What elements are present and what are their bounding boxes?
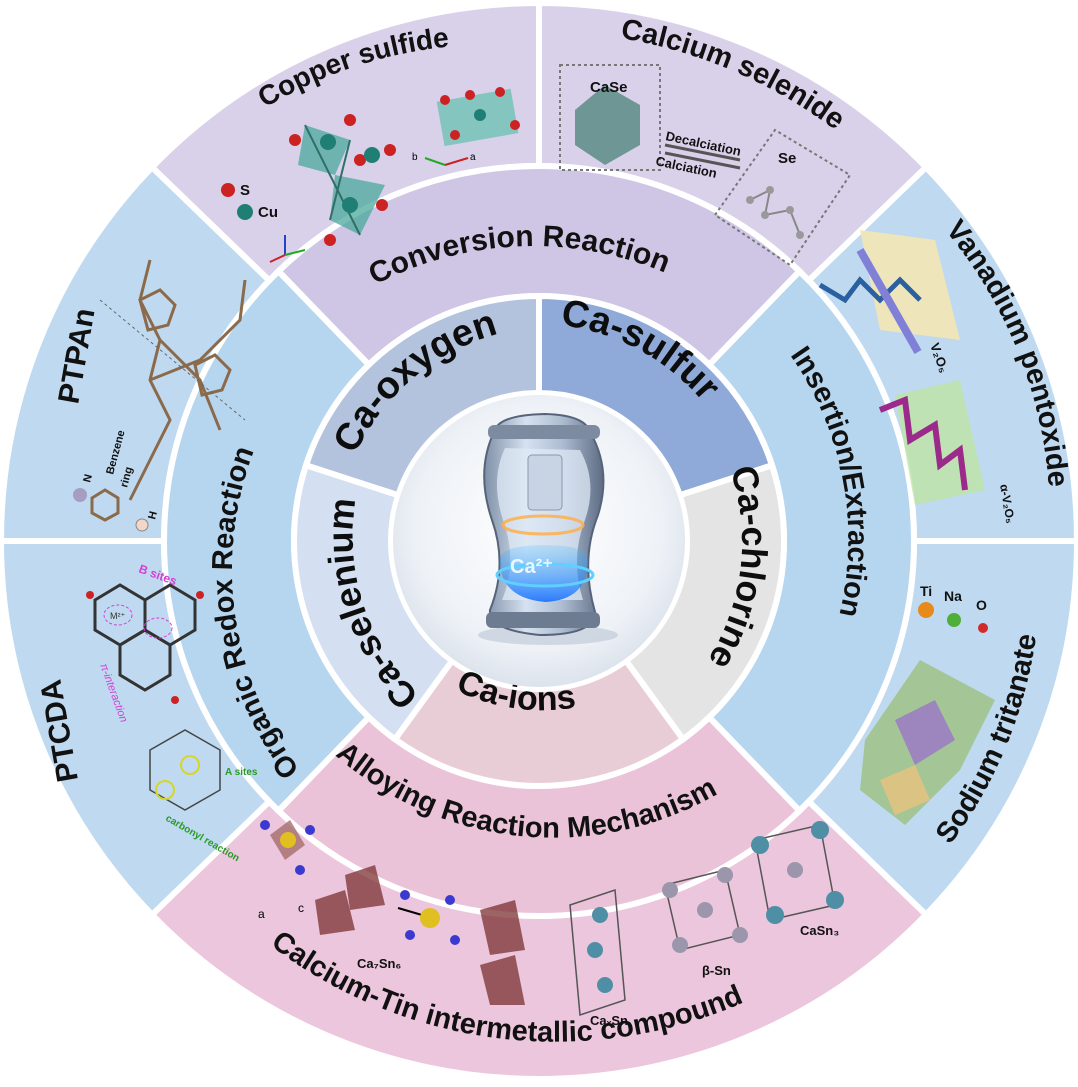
- copper-sulfide-structure: S Cu b a: [221, 87, 520, 263]
- caxsn-label: CaₓSn: [590, 1013, 628, 1028]
- legend-cu: Cu: [258, 204, 278, 221]
- o-label: O: [976, 597, 987, 613]
- ring-label: ring: [118, 466, 135, 489]
- beta-sn-label: β-Sn: [702, 963, 731, 978]
- vanadium-pentoxide-structure: V₂O₅ α-V₂O₅: [818, 230, 1018, 524]
- tin-axis-c: c: [298, 901, 304, 915]
- case-label: CaSe: [590, 79, 628, 96]
- m2plus-label: M²⁺: [110, 611, 125, 621]
- battery-inner-cell: [527, 454, 563, 511]
- inner-sector-ca-sulfur: [536, 292, 776, 500]
- battery-top-cap: [488, 425, 600, 439]
- legend-s: S: [240, 182, 250, 199]
- calcium-tin-structures: Ca₇Sn₆ a c CaₓSn β-Sn CaSn₃: [258, 820, 844, 1028]
- inner-sector-ca-ions: [390, 656, 688, 789]
- na-label: Na: [944, 588, 962, 604]
- ti-label: Ti: [920, 583, 932, 599]
- casn3-label: CaSn₃: [800, 923, 839, 938]
- energy-swirl-blue: [495, 562, 595, 588]
- ca7sn6-label: Ca₇Sn₆: [357, 956, 401, 971]
- inner-sector-ca-selenium: [291, 461, 457, 744]
- se-label: Se: [778, 150, 796, 167]
- inner-sector-ca-oxygen: [302, 292, 542, 500]
- center-battery-illustration: Ca²⁺: [393, 395, 685, 687]
- energy-swirl-orange: [501, 514, 585, 536]
- axis-b: b: [412, 152, 418, 163]
- battery-bottom-cap: [486, 612, 600, 628]
- h-label: H: [146, 510, 160, 521]
- ca2plus-label: Ca²⁺: [510, 556, 553, 578]
- axis-a: a: [470, 152, 476, 163]
- battery-glow: [500, 545, 588, 602]
- sodium-tritanate-structure: Ti Na O: [860, 583, 995, 825]
- calcium-selenide-structure: CaSe Decalciation Calciation Se: [559, 64, 852, 267]
- a-sites-label: A sites: [225, 767, 258, 778]
- inner-sector-ca-chlorine: [621, 461, 787, 744]
- tin-axis-a: a: [258, 907, 265, 921]
- ptpan-structure: N Benzene ring H: [73, 259, 247, 532]
- n-label: N: [81, 473, 95, 484]
- alpha-v2o5-label: α-V₂O₅: [997, 483, 1018, 524]
